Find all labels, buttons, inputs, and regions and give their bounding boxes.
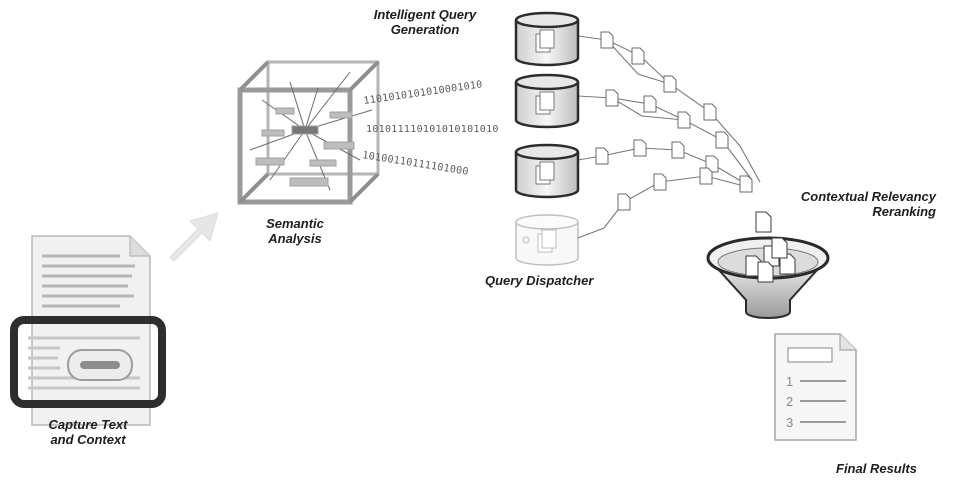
- document-icon: [10, 235, 166, 426]
- query-network-lines: [577, 35, 761, 239]
- result-number-3: 3: [786, 415, 793, 430]
- rerank-label-line-1: Contextual Relevancy: [800, 189, 936, 204]
- semantic-label-line-2: Analysis: [268, 231, 322, 246]
- cube-icon: [237, 60, 380, 205]
- final-results-label-text: Final Results: [836, 461, 917, 476]
- result-number-1: 1: [786, 374, 793, 389]
- final-results-label: Final Results: [836, 461, 917, 476]
- database-3: [514, 143, 580, 199]
- query-generation-label-line-2: Generation: [390, 22, 460, 37]
- capture-label-line-2: and Context: [50, 432, 126, 447]
- capture-label: Capture Text and Context: [18, 417, 158, 447]
- results-icon: 1 2 3: [774, 333, 857, 441]
- result-number-2: 2: [786, 394, 793, 409]
- semantic-label-line-1: Semantic: [266, 216, 324, 231]
- database-2: [514, 73, 580, 129]
- query-dispatcher-label: Query Dispatcher: [485, 273, 593, 288]
- query-dispatcher-label-text: Query Dispatcher: [485, 273, 594, 288]
- semantic-label: Semantic Analysis: [240, 216, 350, 246]
- rerank-label-line-2: Reranking: [872, 204, 936, 219]
- binary-stream-2: 101011110101010101010: [366, 124, 499, 135]
- arrow-icon: [169, 212, 219, 262]
- query-generation-label-line-1: Intelligent Query: [373, 7, 477, 22]
- capture-highlight-box: [10, 316, 166, 408]
- query-generation-label: Intelligent Query Generation: [354, 7, 496, 37]
- rerank-label: Contextual Relevancy Reranking: [790, 189, 936, 219]
- capture-label-line-1: Capture Text: [48, 417, 128, 432]
- binary-stream-1: 1101010101010001010: [363, 79, 483, 107]
- binary-streams: 1101010101010001010 10101111010101010101…: [362, 79, 499, 177]
- database-1: [514, 11, 580, 67]
- database-icon: [514, 11, 580, 266]
- database-4: [515, 214, 579, 266]
- document-nodes: [595, 31, 753, 211]
- funnel-icon: [706, 211, 830, 319]
